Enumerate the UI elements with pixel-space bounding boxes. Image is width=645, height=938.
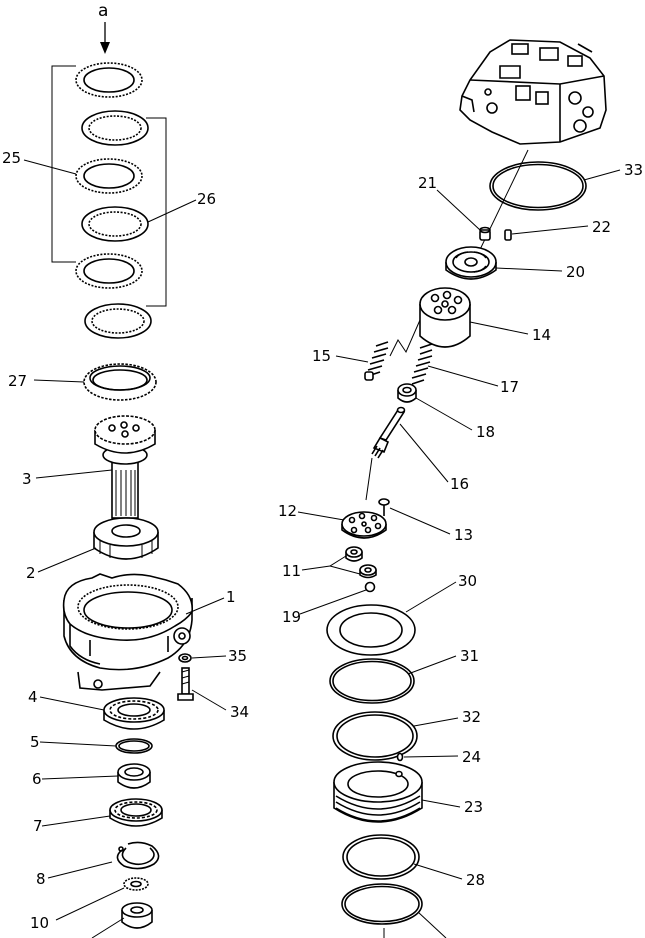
plate-30 bbox=[326, 604, 416, 656]
label-24: 24 bbox=[462, 748, 481, 766]
bolt-34 bbox=[177, 667, 194, 701]
label-5: 5 bbox=[30, 733, 40, 751]
center-line-mid bbox=[389, 319, 421, 357]
friction-plate-1 bbox=[75, 62, 143, 98]
label-4: 4 bbox=[28, 688, 38, 706]
view-arrow-a: a bbox=[98, 1, 110, 54]
retainer-plate-12 bbox=[341, 511, 387, 539]
bearing-4 bbox=[103, 697, 165, 730]
label-10: 10 bbox=[30, 914, 49, 932]
label-21: 21 bbox=[418, 174, 437, 192]
label-27: 27 bbox=[8, 372, 27, 390]
shaft-16 bbox=[365, 406, 406, 501]
label-8: 8 bbox=[36, 870, 46, 888]
label-11: 11 bbox=[282, 562, 301, 580]
label-7: 7 bbox=[33, 817, 43, 835]
pin-22 bbox=[504, 229, 512, 241]
label-35: 35 bbox=[228, 647, 247, 665]
friction-plate-2 bbox=[75, 158, 143, 194]
lock-washer-10 bbox=[123, 877, 149, 891]
nut-bottom bbox=[121, 902, 153, 929]
pin-21 bbox=[479, 226, 491, 241]
piston-23 bbox=[333, 761, 423, 823]
o-ring-32 bbox=[332, 711, 418, 761]
spring-15 bbox=[364, 341, 389, 381]
valve-block bbox=[459, 39, 607, 145]
arrow-label: a bbox=[98, 1, 108, 21]
bearing-7 bbox=[109, 798, 163, 827]
pin-24 bbox=[396, 752, 404, 762]
label-14: 14 bbox=[532, 326, 551, 344]
screw-13 bbox=[378, 498, 390, 516]
label-28: 28 bbox=[466, 871, 485, 889]
label-13: 13 bbox=[454, 526, 473, 544]
label-30: 30 bbox=[458, 572, 477, 590]
plate-27 bbox=[83, 363, 157, 401]
ring-bottom bbox=[341, 883, 423, 925]
label-22: 22 bbox=[592, 218, 611, 236]
o-ring-5 bbox=[115, 738, 153, 754]
friction-plate-3 bbox=[75, 253, 143, 289]
washer-35 bbox=[178, 653, 192, 663]
label-15: 15 bbox=[312, 347, 331, 365]
housing-1 bbox=[62, 573, 194, 691]
label-2: 2 bbox=[26, 564, 36, 582]
disc-stack-brackets bbox=[51, 65, 167, 307]
spacer-18 bbox=[397, 383, 417, 403]
label-32: 32 bbox=[462, 708, 481, 726]
label-26: 26 bbox=[197, 190, 216, 208]
o-ring-33 bbox=[489, 161, 587, 211]
label-6: 6 bbox=[32, 770, 42, 788]
cylinder-block-14 bbox=[419, 287, 471, 348]
drive-shaft-3 bbox=[94, 415, 156, 519]
label-23: 23 bbox=[464, 798, 483, 816]
label-25: 25 bbox=[2, 149, 21, 167]
label-20: 20 bbox=[566, 263, 585, 281]
label-1: 1 bbox=[226, 588, 236, 606]
snap-ring-8 bbox=[116, 841, 160, 870]
bushing-11a bbox=[345, 546, 363, 562]
separator-plate-3 bbox=[84, 303, 152, 339]
valve-plate-20 bbox=[445, 246, 497, 280]
ball-19 bbox=[364, 581, 376, 593]
collar-6 bbox=[117, 763, 151, 789]
separator-plate-1 bbox=[81, 110, 149, 146]
bearing-2 bbox=[93, 517, 159, 560]
label-12: 12 bbox=[278, 502, 297, 520]
leader-lines bbox=[23, 159, 621, 938]
label-34: 34 bbox=[230, 703, 249, 721]
spring-17 bbox=[411, 343, 433, 385]
o-ring-28 bbox=[342, 834, 420, 880]
part-labels: 25 26 27 3 2 1 35 34 4 5 6 7 8 10 33 21 … bbox=[2, 149, 643, 932]
label-33: 33 bbox=[624, 161, 643, 179]
label-17: 17 bbox=[500, 378, 519, 396]
backup-ring-31 bbox=[329, 658, 415, 704]
label-18: 18 bbox=[476, 423, 495, 441]
bushing-11b bbox=[359, 564, 377, 579]
separator-plate-2 bbox=[81, 206, 149, 242]
label-19: 19 bbox=[282, 608, 301, 626]
label-3: 3 bbox=[22, 470, 32, 488]
label-16: 16 bbox=[450, 475, 469, 493]
label-31: 31 bbox=[460, 647, 479, 665]
center-line-top bbox=[473, 149, 529, 263]
